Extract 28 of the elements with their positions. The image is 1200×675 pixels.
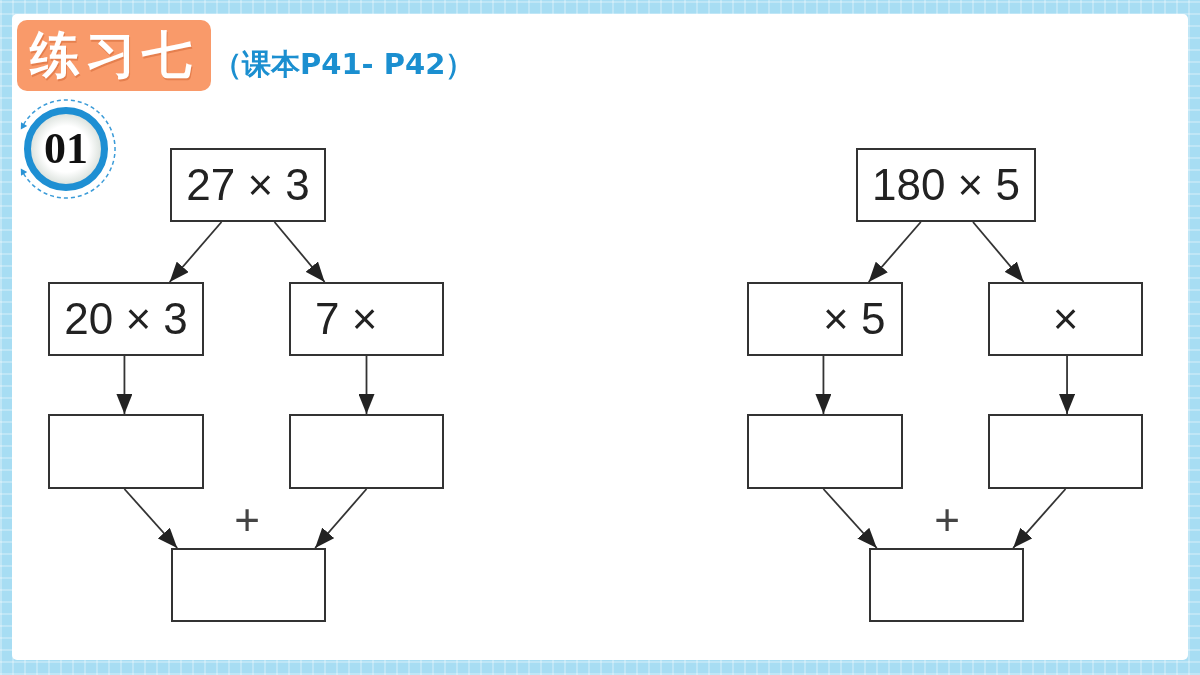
plus-sign: + xyxy=(234,498,260,542)
expression-box: × 5 xyxy=(747,282,903,356)
title-badge: 练习七 xyxy=(17,20,211,91)
arrow xyxy=(123,488,179,549)
answer-box xyxy=(747,414,903,489)
arrow xyxy=(822,488,878,549)
plus-sign: + xyxy=(934,498,960,542)
arrow xyxy=(273,221,326,283)
arrow xyxy=(867,221,922,283)
page-reference: （课本P41- P42） xyxy=(213,50,475,79)
expression-box: 27 × 3 xyxy=(170,148,326,222)
arrow xyxy=(972,221,1025,283)
answer-box xyxy=(48,414,204,489)
expression-box: × xyxy=(988,282,1143,356)
arrow xyxy=(1059,355,1076,415)
arrow xyxy=(815,355,832,415)
arrow xyxy=(168,221,223,283)
expression-box: 180 × 5 xyxy=(856,148,1036,222)
answer-box xyxy=(869,548,1024,622)
expression-box: 7 × xyxy=(289,282,444,356)
answer-box xyxy=(988,414,1143,489)
expression-box: 20 × 3 xyxy=(48,282,204,356)
answer-box xyxy=(289,414,444,489)
arrow xyxy=(358,355,375,415)
answer-box xyxy=(171,548,326,622)
arrow xyxy=(314,488,368,549)
arrow xyxy=(1012,488,1067,549)
arrow xyxy=(116,355,133,415)
